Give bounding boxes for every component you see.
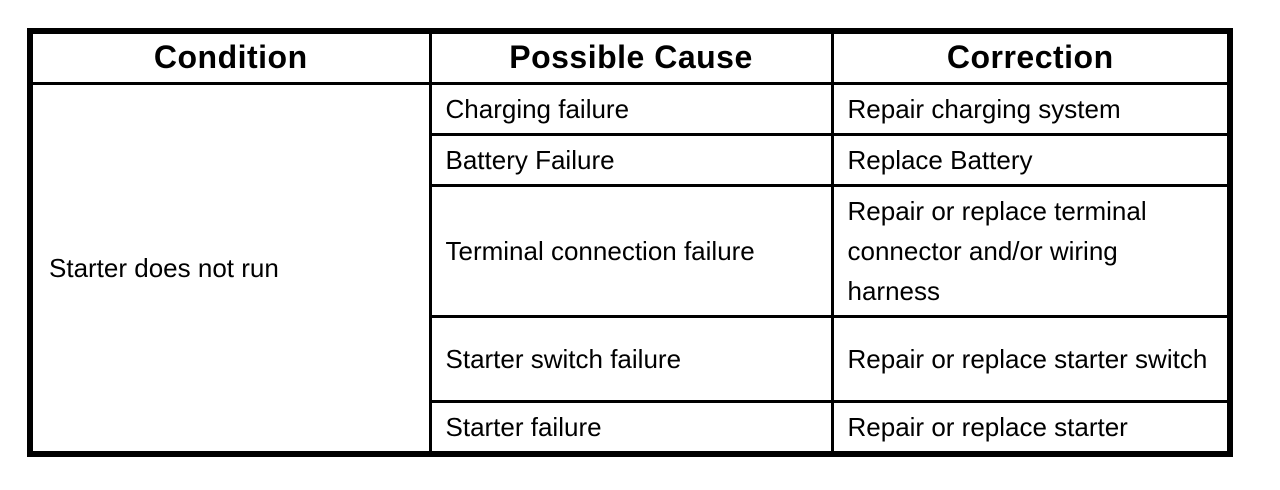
column-header-condition: Condition [28,29,432,85]
troubleshooting-table: Condition Possible Cause Correction Star… [27,28,1233,457]
table-row: Starter switch failure Repair or replace… [30,314,1232,403]
cause-cell: Charging failure [428,81,834,136]
table-row: Starter failure Repair or replace starte… [30,399,1232,455]
correction-cell: Repair or replace starter switch [830,314,1232,403]
cause-cell: Terminal connection failure [428,183,834,318]
troubleshooting-table-container: Condition Possible Cause Correction Star… [27,28,1233,457]
cause-cell: Starter failure [428,399,834,455]
correction-cell: Repair charging system [830,81,1232,136]
column-header-possible-cause: Possible Cause [428,29,834,85]
cause-cell: Battery Failure [428,132,834,187]
condition-cell: Starter does not run [28,81,432,455]
table-row: Starter does not run Charging failure Re… [28,81,1232,455]
header-row: Condition Possible Cause Correction [28,29,1232,85]
column-header-correction: Correction [830,29,1232,85]
correction-cell: Repair or replace terminal connector and… [830,183,1232,318]
table-row: Terminal connection failure Repair or re… [30,183,1232,318]
correction-cell: Replace Battery [830,132,1232,187]
correction-cell: Repair or replace starter [830,399,1232,455]
table-row: Battery Failure Replace Battery [30,132,1232,187]
cause-cell: Starter switch failure [428,314,834,403]
